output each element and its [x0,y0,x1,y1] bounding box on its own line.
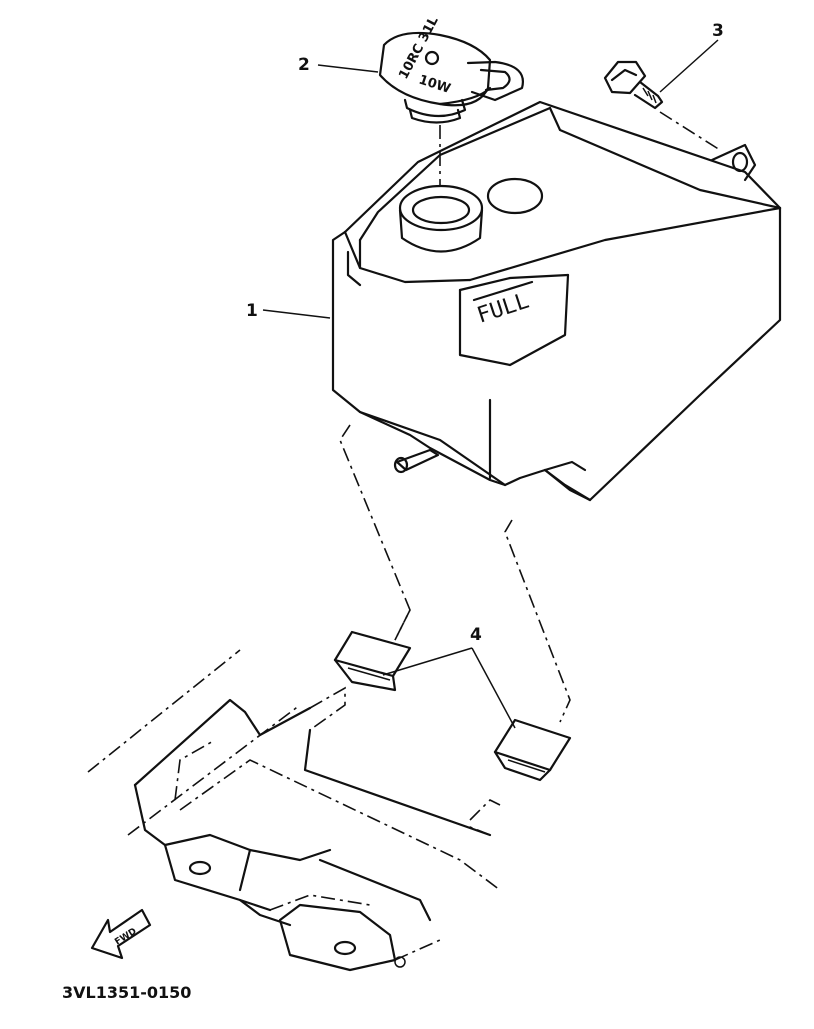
callout-bolt: 3 [712,21,724,41]
bolt [603,60,664,110]
frame-bolt-hole [188,860,212,876]
oil-tank: FULL [331,100,782,502]
cap-oil-marking: 10RC 31L [396,14,441,82]
damper-left [333,630,412,692]
damper-right [493,718,572,782]
fwd-arrow-icon: FWD [90,908,152,960]
tank-outlet-pipe [395,448,440,472]
leader-lines [262,39,719,729]
fwd-label: FWD [113,927,138,948]
alignment-lines [339,111,721,723]
cap-grade-marking: 10W [417,73,452,97]
frame-bracket [87,649,501,972]
callout-damper: 4 [470,625,482,645]
tank-level-window [486,177,544,215]
tank-full-marking: FULL [474,289,532,329]
tank-filler-neck [398,184,484,232]
cap-grip-tab [466,60,524,102]
oil-tank-cap: 10W 10RC 31L [378,14,524,124]
frame-bolt-hole [333,940,357,956]
callout-cap: 2 [298,55,310,75]
drawing-code: 3VL1351-0150 [62,983,191,1002]
callout-tank: 1 [246,301,258,321]
